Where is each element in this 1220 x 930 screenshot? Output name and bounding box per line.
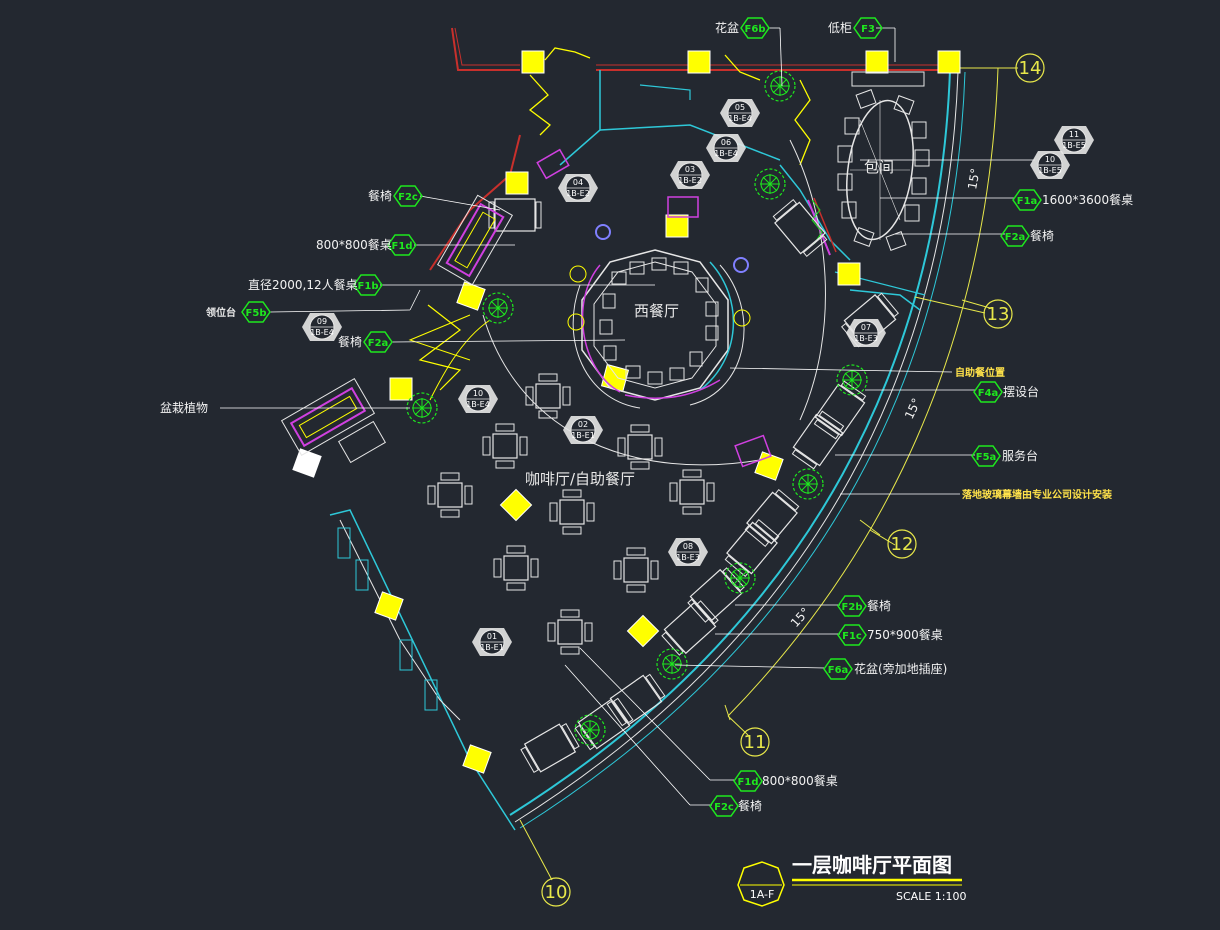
- label-glass-curtain-note: 落地玻璃幕墙由专业公司设计安装: [962, 488, 1112, 501]
- title-block: 1A-F 一层咖啡厅平面图 SCALE 1:100: [737, 853, 966, 907]
- structural-columns: [292, 50, 961, 774]
- ref-sheet-01: 1B-E1: [480, 643, 504, 652]
- ref-sheet-11: 1B-E5: [1062, 141, 1086, 150]
- drawing-title: 一层咖啡厅平面图: [792, 853, 952, 877]
- ref-num-02: 02: [578, 420, 588, 429]
- label-f1d-bottom: 800*800餐桌: [762, 773, 838, 788]
- label-f1a: 1600*3600餐桌: [1042, 192, 1133, 207]
- ref-sheet-02: 1B-E1: [571, 431, 595, 440]
- ref-num-05: 05: [735, 103, 745, 112]
- tag-f2c-bottom: F2c: [714, 802, 734, 813]
- ref-sheet-05: 1B-E4: [728, 114, 752, 123]
- ref-num-10: 10: [473, 389, 483, 398]
- label-f2c-top: 餐椅: [368, 188, 392, 203]
- callout-tags: F6b 花盆 F3 低柜 F2c 餐椅 F1d 800*800餐桌 F1b 直径…: [160, 17, 1133, 817]
- axis-10: 10: [545, 882, 568, 903]
- tag-f5b: F5b: [246, 308, 267, 319]
- label-f1c: 750*900餐桌: [867, 627, 943, 642]
- tag-f6a: F6a: [828, 665, 849, 676]
- north-wall: [451, 27, 1000, 81]
- ref-sheet-10b: 1B-E5: [1038, 166, 1062, 175]
- ref-sheet-06: 1B-E4: [714, 149, 738, 158]
- ref-num-01: 01: [487, 632, 497, 641]
- ref-sheet-04: 1B-E2: [566, 189, 590, 198]
- west-wall: [429, 70, 851, 271]
- tag-f1b: F1b: [358, 281, 379, 292]
- ref-num-04: 04: [573, 178, 583, 187]
- ref-sheet-10: 1B-E4: [466, 400, 490, 409]
- tag-f1d-bottom: F1d: [738, 777, 759, 788]
- room-label-coffee-buffet: 咖啡厅/自助餐厅: [525, 470, 635, 488]
- axis-14: 14: [1019, 58, 1042, 79]
- ref-num-09: 09: [317, 317, 327, 326]
- ref-num-11: 11: [1069, 130, 1079, 139]
- tag-f2b: F2b: [842, 602, 863, 613]
- dim-mark-1: 15°: [965, 167, 982, 190]
- label-f5a: 服务台: [1002, 448, 1038, 463]
- entrance-door-swing: [418, 304, 462, 391]
- ref-sheet-09: 1B-E4: [310, 328, 334, 337]
- label-f2a-right: 餐椅: [1030, 228, 1054, 243]
- label-f6b: 花盆: [715, 20, 739, 35]
- axis-13: 13: [987, 304, 1010, 325]
- label-plants: 盆栽植物: [160, 400, 208, 415]
- tag-f2a-right: F2a: [1005, 232, 1026, 243]
- ref-sheet-07: 1B-E3: [854, 334, 878, 343]
- private-room: [807, 71, 930, 256]
- label-f2a-left: 餐椅: [338, 334, 362, 349]
- tag-f1d-top: F1d: [392, 241, 413, 252]
- label-f2c-bottom: 餐椅: [738, 798, 762, 813]
- ref-num-08: 08: [683, 542, 693, 551]
- label-f4a: 摆设台: [1003, 384, 1039, 399]
- tag-f1a: F1a: [1017, 196, 1038, 207]
- grid-axis-bubbles: 14 13 12 11 10: [541, 53, 1045, 907]
- tag-f2c-top: F2c: [398, 192, 418, 203]
- dim-mark-3: 15°: [788, 605, 813, 630]
- ref-num-06: 06: [721, 138, 731, 147]
- round-restaurant: [567, 196, 751, 409]
- aisle-boundary: [789, 139, 826, 421]
- title-sheet-number: 1A-F: [750, 888, 775, 901]
- ref-num-10b: 10: [1045, 155, 1055, 164]
- tag-f6b: F6b: [745, 24, 766, 35]
- ref-sheet-08: 1B-E3: [676, 553, 700, 562]
- tag-f1c: F1c: [842, 631, 862, 642]
- axis-11: 11: [744, 732, 767, 753]
- label-f6a: 花盆(旁加地插座): [854, 661, 947, 676]
- label-f5b: 领位台: [206, 306, 236, 319]
- tag-f4a: F4a: [978, 388, 999, 399]
- ref-num-03: 03: [685, 165, 695, 174]
- tag-f2a-left: F2a: [368, 338, 389, 349]
- glass-facade: [329, 69, 966, 831]
- label-f2b: 餐椅: [867, 598, 891, 613]
- drawing-scale: SCALE 1:100: [896, 890, 966, 903]
- label-f1b: 直径2000,12人餐桌: [248, 277, 358, 292]
- axis-12: 12: [891, 534, 914, 555]
- tag-f5a: F5a: [976, 452, 997, 463]
- dim-mark-2: 15°: [902, 396, 924, 421]
- label-buffet-position: 自助餐位置: [955, 366, 1005, 379]
- callout-leaders: [220, 27, 1035, 806]
- ref-sheet-03: 1B-E2: [678, 176, 702, 185]
- room-label-west-restaurant: 西餐厅: [634, 302, 679, 320]
- tag-f3: F3: [861, 24, 875, 35]
- sideboards: [280, 148, 772, 468]
- room-label-private-room: 包间: [864, 158, 894, 176]
- ref-num-07: 07: [861, 323, 871, 332]
- label-f1d-top: 800*800餐桌: [316, 237, 392, 252]
- label-f3: 低柜: [828, 21, 852, 35]
